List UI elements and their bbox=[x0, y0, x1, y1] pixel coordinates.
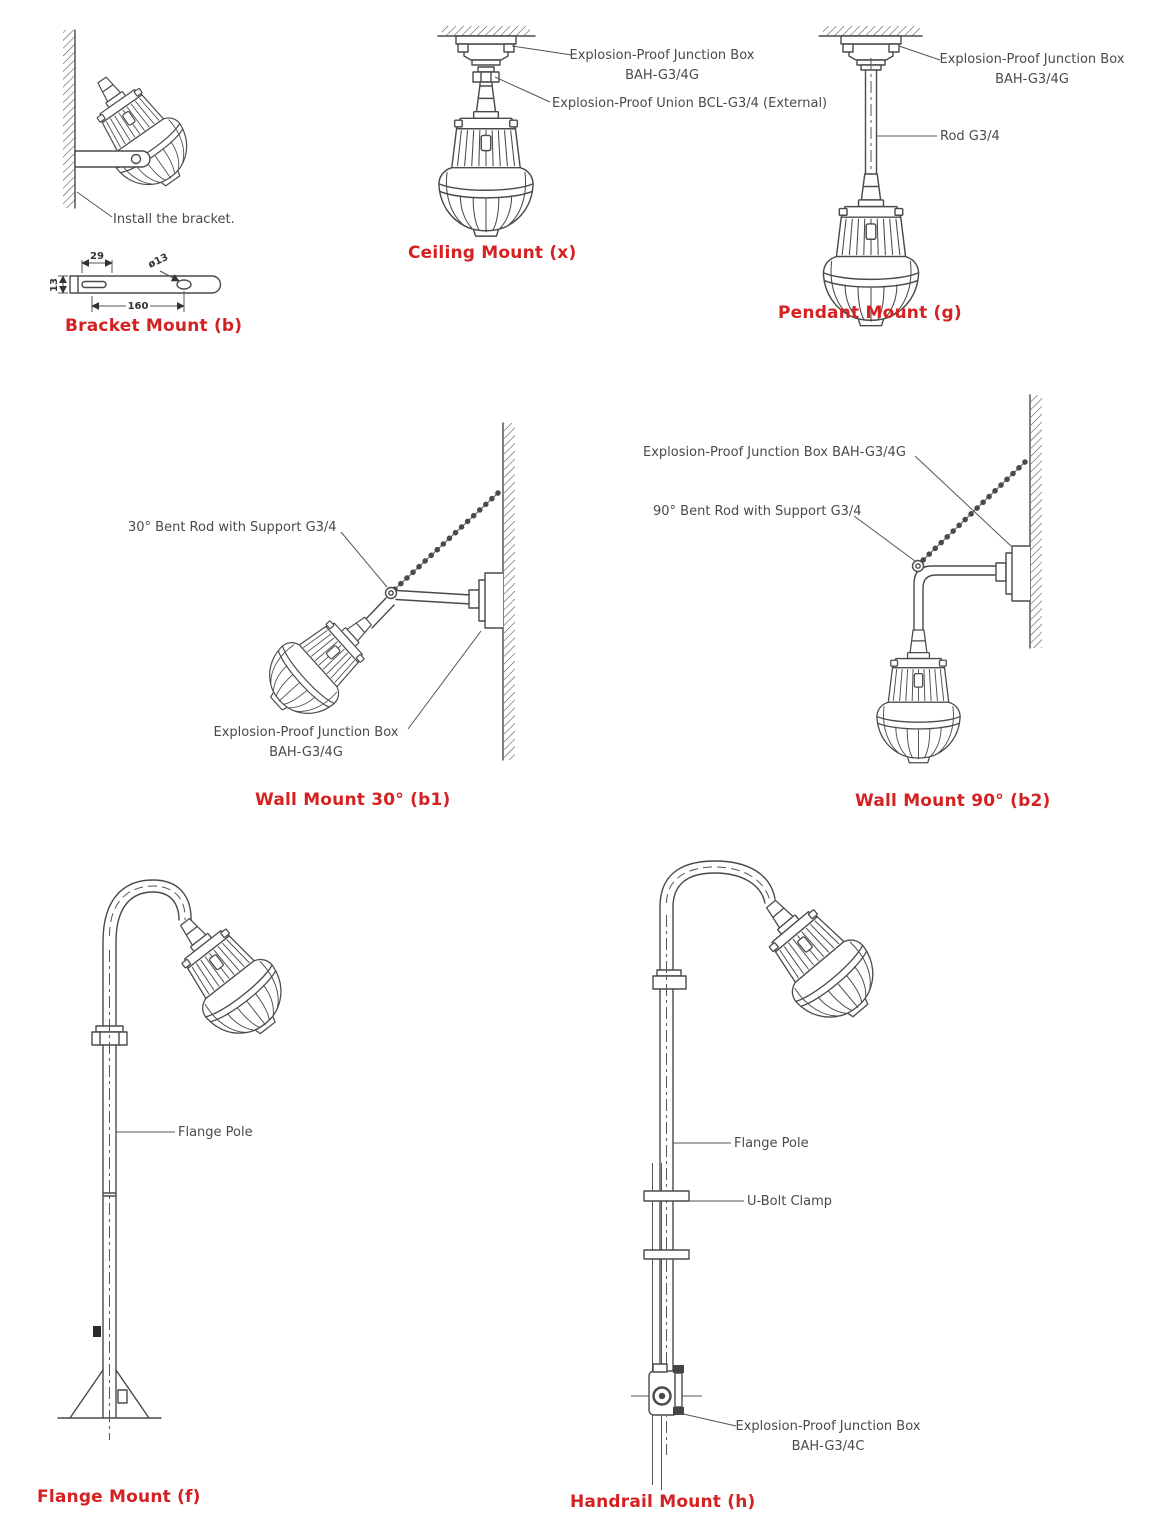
bent-rod-leader-line bbox=[340, 531, 388, 588]
junction-box-leader-line bbox=[898, 45, 941, 61]
rod-label: Rod G3/4 bbox=[940, 129, 1000, 144]
junction-box-leader-line bbox=[914, 455, 1012, 547]
junction-box bbox=[995, 545, 1030, 602]
junction-box-label-line1: Explosion-Proof Junction Box bbox=[569, 48, 755, 63]
junction-box-label: Explosion-Proof Junction Box BAH-G3/4G bbox=[206, 723, 406, 763]
lamp-drawing bbox=[69, 57, 205, 204]
lamp-drawing bbox=[151, 895, 302, 1055]
junction-box-label-line2: BAH-G3/4C bbox=[791, 1439, 865, 1454]
bracket-dimension-drawing: 29 ø13 160 13 bbox=[50, 251, 222, 312]
support-chain bbox=[390, 490, 501, 594]
bent-rod-label: 30° Bent Rod with Support G3/4 bbox=[128, 520, 337, 535]
wall-mount-30-diagram: 30° Bent Rod with Support G3/4 Explosion… bbox=[115, 415, 525, 815]
note-leader-line bbox=[76, 191, 113, 218]
bent-rod bbox=[911, 559, 997, 631]
handrail-mount-drawing bbox=[631, 860, 895, 1490]
install-bracket-note: Install the bracket. bbox=[113, 212, 235, 227]
junction-box-leader-line bbox=[511, 45, 573, 56]
pendant-mount-diagram: Explosion-Proof Junction Box BAH-G3/4G R… bbox=[770, 22, 1151, 327]
pole-label: Flange Pole bbox=[178, 1125, 253, 1140]
wall-mount-30-title: Wall Mount 30° (b1) bbox=[255, 790, 451, 810]
flange-mount-drawing bbox=[57, 879, 302, 1440]
junction-box-label: Explosion-Proof Junction Box BAH-G3/4G bbox=[557, 46, 767, 86]
pole-label: Flange Pole bbox=[734, 1136, 809, 1151]
handrail-mount-title: Handrail Mount (h) bbox=[570, 1492, 756, 1512]
handrail-mount-diagram: Flange Pole U-Bolt Clamp Explosion-Proof… bbox=[565, 855, 995, 1520]
u-bolt-clamps bbox=[643, 1190, 690, 1260]
flange-base bbox=[57, 1369, 162, 1419]
wall bbox=[1029, 394, 1042, 649]
wall-mount-90-drawing bbox=[853, 394, 1042, 764]
junction-box-leader-line bbox=[407, 630, 482, 730]
bent-rod bbox=[363, 586, 480, 629]
dim-slot-width: 29 bbox=[90, 251, 104, 262]
support-chain bbox=[917, 459, 1028, 566]
pendant-mount-title: Pendant Mount (g) bbox=[778, 303, 962, 323]
ceiling-mount-title: Ceiling Mount (x) bbox=[408, 243, 577, 263]
junction-box bbox=[455, 35, 517, 66]
ceiling-mount-drawing bbox=[437, 26, 573, 237]
ceiling-mount-diagram: Explosion-Proof Junction Box BAH-G3/4G E… bbox=[405, 22, 828, 267]
bolt-tab-top bbox=[673, 1365, 684, 1373]
bent-rod-label: 90° Bent Rod with Support G3/4 bbox=[653, 504, 862, 519]
bracket-mount-diagram: 29 ø13 160 13 Install the bracket. Brack… bbox=[50, 22, 300, 342]
junction-box-label-line1: Explosion-Proof Junction Box bbox=[735, 1419, 921, 1434]
pendant-mount-drawing bbox=[818, 26, 941, 327]
wall-mount-30-drawing bbox=[249, 422, 515, 761]
flange-mount-diagram: Flange Pole Flange Mount (f) bbox=[30, 860, 330, 1520]
wall bbox=[63, 29, 76, 209]
junction-box-label-line1: Explosion-Proof Junction Box bbox=[939, 52, 1125, 67]
bent-rod-leader-line bbox=[853, 515, 916, 562]
junction-box-label: Explosion-Proof Junction Box BAH-G3/4G bbox=[643, 445, 906, 460]
union-coupling bbox=[472, 66, 500, 88]
flange-pole bbox=[652, 906, 687, 1455]
rod bbox=[860, 58, 882, 182]
flange-pole bbox=[91, 941, 128, 1440]
dim-thickness: 13 bbox=[50, 278, 60, 292]
flange-mount-title: Flange Mount (f) bbox=[37, 1487, 201, 1507]
union-leader-line bbox=[494, 76, 551, 103]
junction-box-label-line2: BAH-G3/4G bbox=[625, 68, 699, 83]
dim-hole-dia: ø13 bbox=[147, 252, 171, 271]
lamp-drawing bbox=[438, 85, 534, 237]
junction-box-label-line1: Explosion-Proof Junction Box bbox=[213, 725, 399, 740]
clamp-label: U-Bolt Clamp bbox=[747, 1194, 833, 1209]
wall-mount-90-diagram: Explosion-Proof Junction Box BAH-G3/4G 9… bbox=[630, 390, 1051, 820]
junction-box-label: Explosion-Proof Junction Box BAH-G3/4G bbox=[927, 50, 1137, 90]
bracket-mount-title: Bracket Mount (b) bbox=[65, 316, 243, 336]
wall-mount-90-title: Wall Mount 90° (b2) bbox=[855, 791, 1051, 811]
junction-box bbox=[631, 1363, 702, 1416]
junction-box-label: Explosion-Proof Junction Box BAH-G3/4C bbox=[723, 1417, 933, 1457]
ceiling bbox=[437, 26, 536, 37]
bracket-mount-drawing: 29 ø13 160 13 bbox=[50, 29, 222, 312]
lamp-drawing bbox=[876, 629, 961, 764]
gooseneck bbox=[102, 879, 192, 943]
junction-box-label-line2: BAH-G3/4G bbox=[269, 745, 343, 760]
junction-box bbox=[468, 572, 503, 629]
bolt-tab-bottom bbox=[673, 1407, 684, 1415]
ceiling bbox=[818, 26, 923, 37]
pole-mark bbox=[93, 1326, 101, 1337]
junction-box-label-line2: BAH-G3/4G bbox=[995, 72, 1069, 87]
union-label: Explosion-Proof Union BCL-G3/4 (External… bbox=[552, 96, 828, 111]
dim-hole-spacing: 160 bbox=[128, 301, 149, 312]
junction-box-leader-line bbox=[678, 1412, 737, 1427]
gooseneck bbox=[659, 860, 776, 908]
bracket-arm bbox=[74, 150, 151, 168]
wall bbox=[502, 422, 515, 761]
lamp-drawing bbox=[736, 875, 895, 1040]
